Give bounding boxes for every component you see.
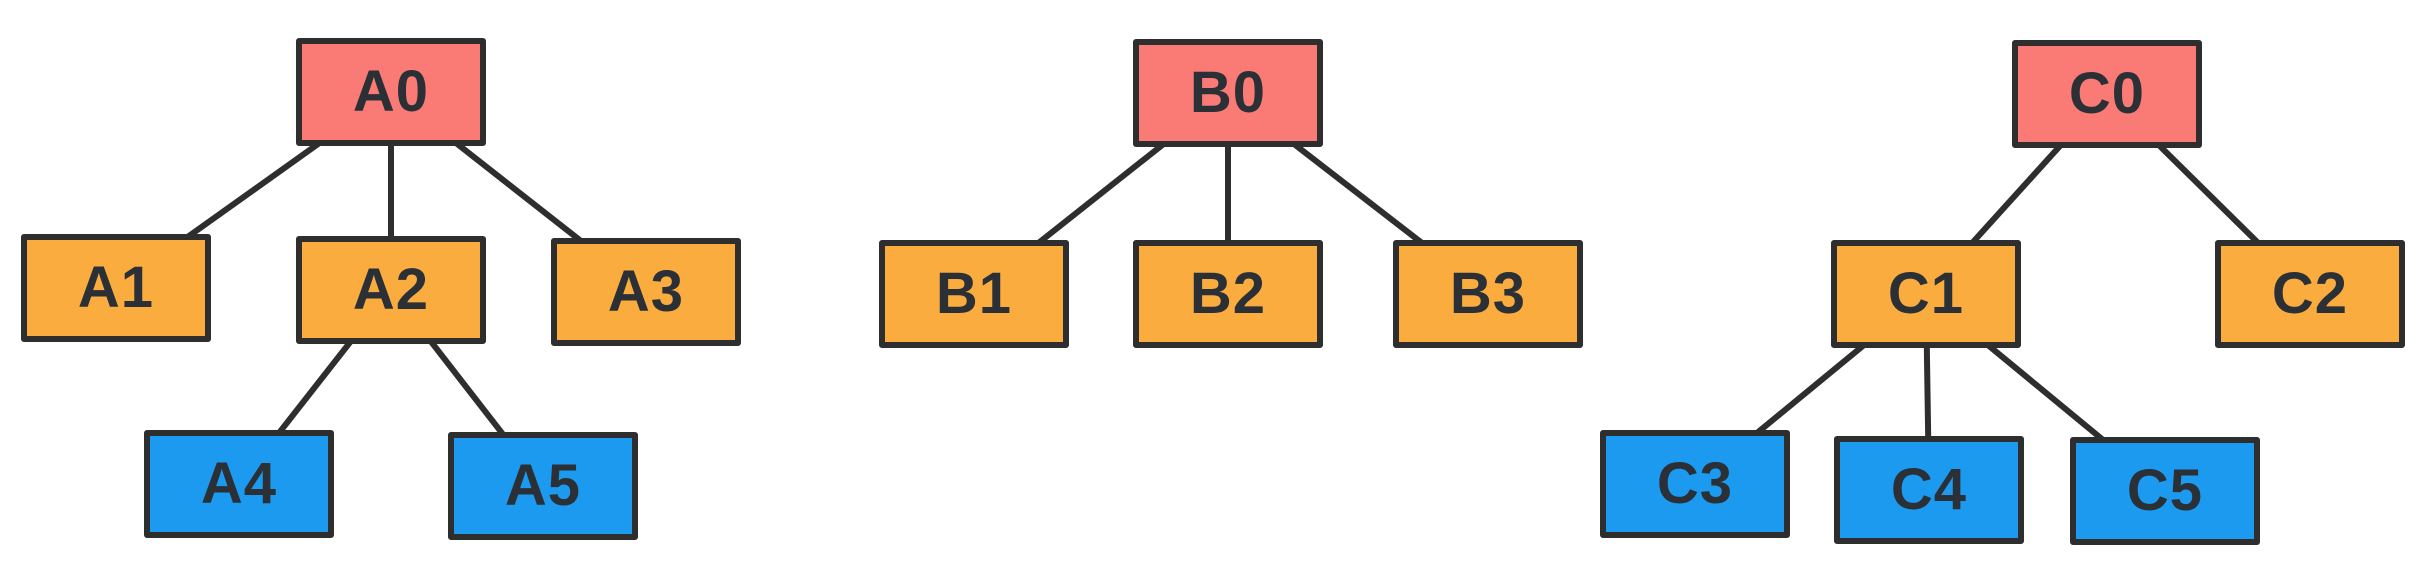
tree-node-label: A3: [607, 259, 685, 324]
tree-node-A0: A0: [296, 38, 486, 146]
tree-node-C0: C0: [2012, 40, 2202, 148]
tree-node-label: C5: [2126, 458, 2204, 523]
tree-node-label: B3: [1449, 261, 1527, 326]
tree-node-label: A1: [77, 255, 155, 320]
tree-node-A1: A1: [21, 234, 211, 342]
tree-node-B1: B1: [879, 240, 1069, 348]
tree-node-C4: C4: [1834, 436, 2024, 544]
tree-node-label: C1: [1887, 261, 1965, 326]
tree-node-label: A0: [352, 59, 430, 124]
tree-node-C1: C1: [1831, 240, 2021, 348]
tree-node-C5: C5: [2070, 437, 2260, 545]
tree-node-A4: A4: [144, 430, 334, 538]
tree-node-label: B2: [1189, 261, 1267, 326]
tree-node-label: B1: [935, 261, 1013, 326]
tree-node-label: C4: [1890, 457, 1968, 522]
tree-node-B0: B0: [1133, 39, 1323, 147]
tree-node-label: C2: [2271, 261, 2349, 326]
tree-node-label: A4: [200, 451, 278, 516]
tree-node-label: A2: [352, 257, 430, 322]
tree-node-label: A5: [504, 453, 582, 518]
tree-node-A2: A2: [296, 236, 486, 344]
tree-node-C3: C3: [1600, 430, 1790, 538]
tree-node-B2: B2: [1133, 240, 1323, 348]
tree-node-B3: B3: [1393, 240, 1583, 348]
tree-node-label: C0: [2068, 61, 2146, 126]
tree-node-label: B0: [1189, 60, 1267, 125]
tree-node-C2: C2: [2215, 240, 2405, 348]
tree-node-A5: A5: [448, 432, 638, 540]
tree-node-A3: A3: [551, 238, 741, 346]
tree-node-label: C3: [1656, 451, 1734, 516]
